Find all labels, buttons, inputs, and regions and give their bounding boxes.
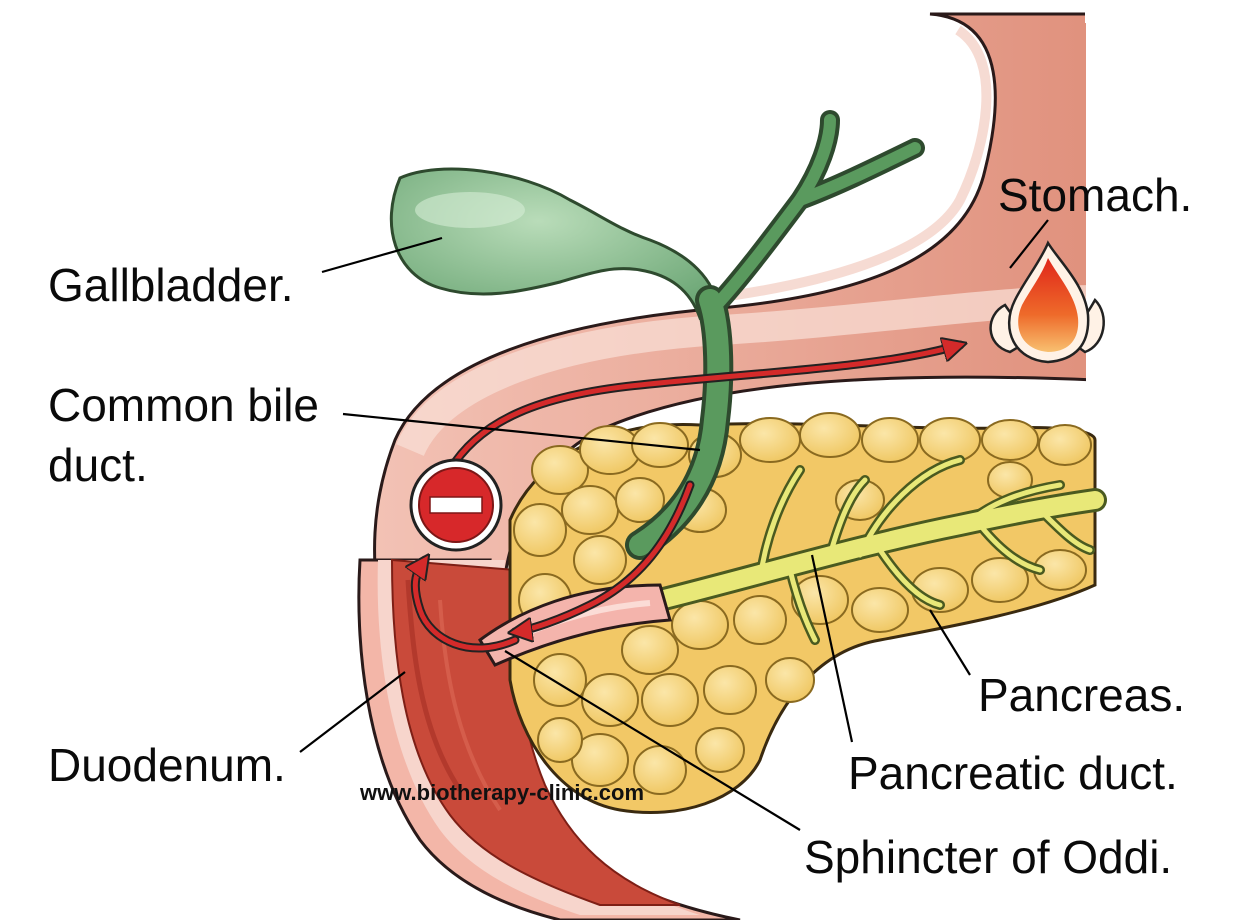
pancreas-lobule [739,417,801,463]
pancreatic-duct [648,455,1107,645]
pancreas-lobule [537,717,583,763]
pancreas-lobule [971,557,1029,603]
pancreas-lobule [531,445,589,495]
no-entry-icon [409,458,503,552]
flame-icon [989,240,1105,364]
pancreas-lobule [861,417,919,463]
pancreas-lobule [621,625,679,675]
pancreas-lobule [981,419,1039,461]
reflux-arrow [415,345,960,653]
leader-stomach [1009,219,1049,269]
stomach [373,5,1145,642]
leader-duodenum [299,671,406,753]
pancreas-lobule [581,673,639,727]
pancreas-lobule [571,733,629,787]
leader-gallbladder [321,236,443,274]
leader-sphincter [504,650,801,831]
pancreas-lobule [579,425,641,475]
label-pancreas: Pancreas. [978,669,1186,721]
pancreas-lobule [733,595,787,645]
pancreas-lobule [641,673,699,727]
pancreas-lobule [1038,424,1092,466]
pancreas-lobule [561,485,619,535]
watermark: www.biotherapy-clinic.com [360,780,645,805]
gallbladder [389,167,720,321]
leader-pancreas [929,609,971,676]
pancreas-lobule [695,727,745,773]
pancreas-lobule [533,653,587,707]
label-common-bile-duct-line2: duct. [48,439,148,491]
leader-pancreatic-duct [810,554,854,743]
pancreas-lobule [919,417,981,463]
pancreas-lobule [799,412,861,458]
leader-common-bile-duct [342,412,701,452]
leader-lines [299,219,1049,831]
pancreas-lobule [615,477,665,523]
label-common-bile-duct-line1: Common bile [48,379,319,431]
label-stomach: Stomach. [998,169,1193,221]
label-duodenum: Duodenum. [48,739,286,791]
pancreas-lobule [513,503,567,557]
label-gallbladder: Gallbladder. [48,259,294,311]
pancreas-lobule [765,657,815,703]
pancreas-lobule [671,600,729,650]
pancreas-lobule [703,665,757,715]
label-pancreatic-duct: Pancreatic duct. [848,747,1178,799]
pancreas-lobule [573,535,627,585]
pancreas-lobule [851,587,909,633]
label-sphincter-of-oddi: Sphincter of Oddi. [804,831,1173,883]
